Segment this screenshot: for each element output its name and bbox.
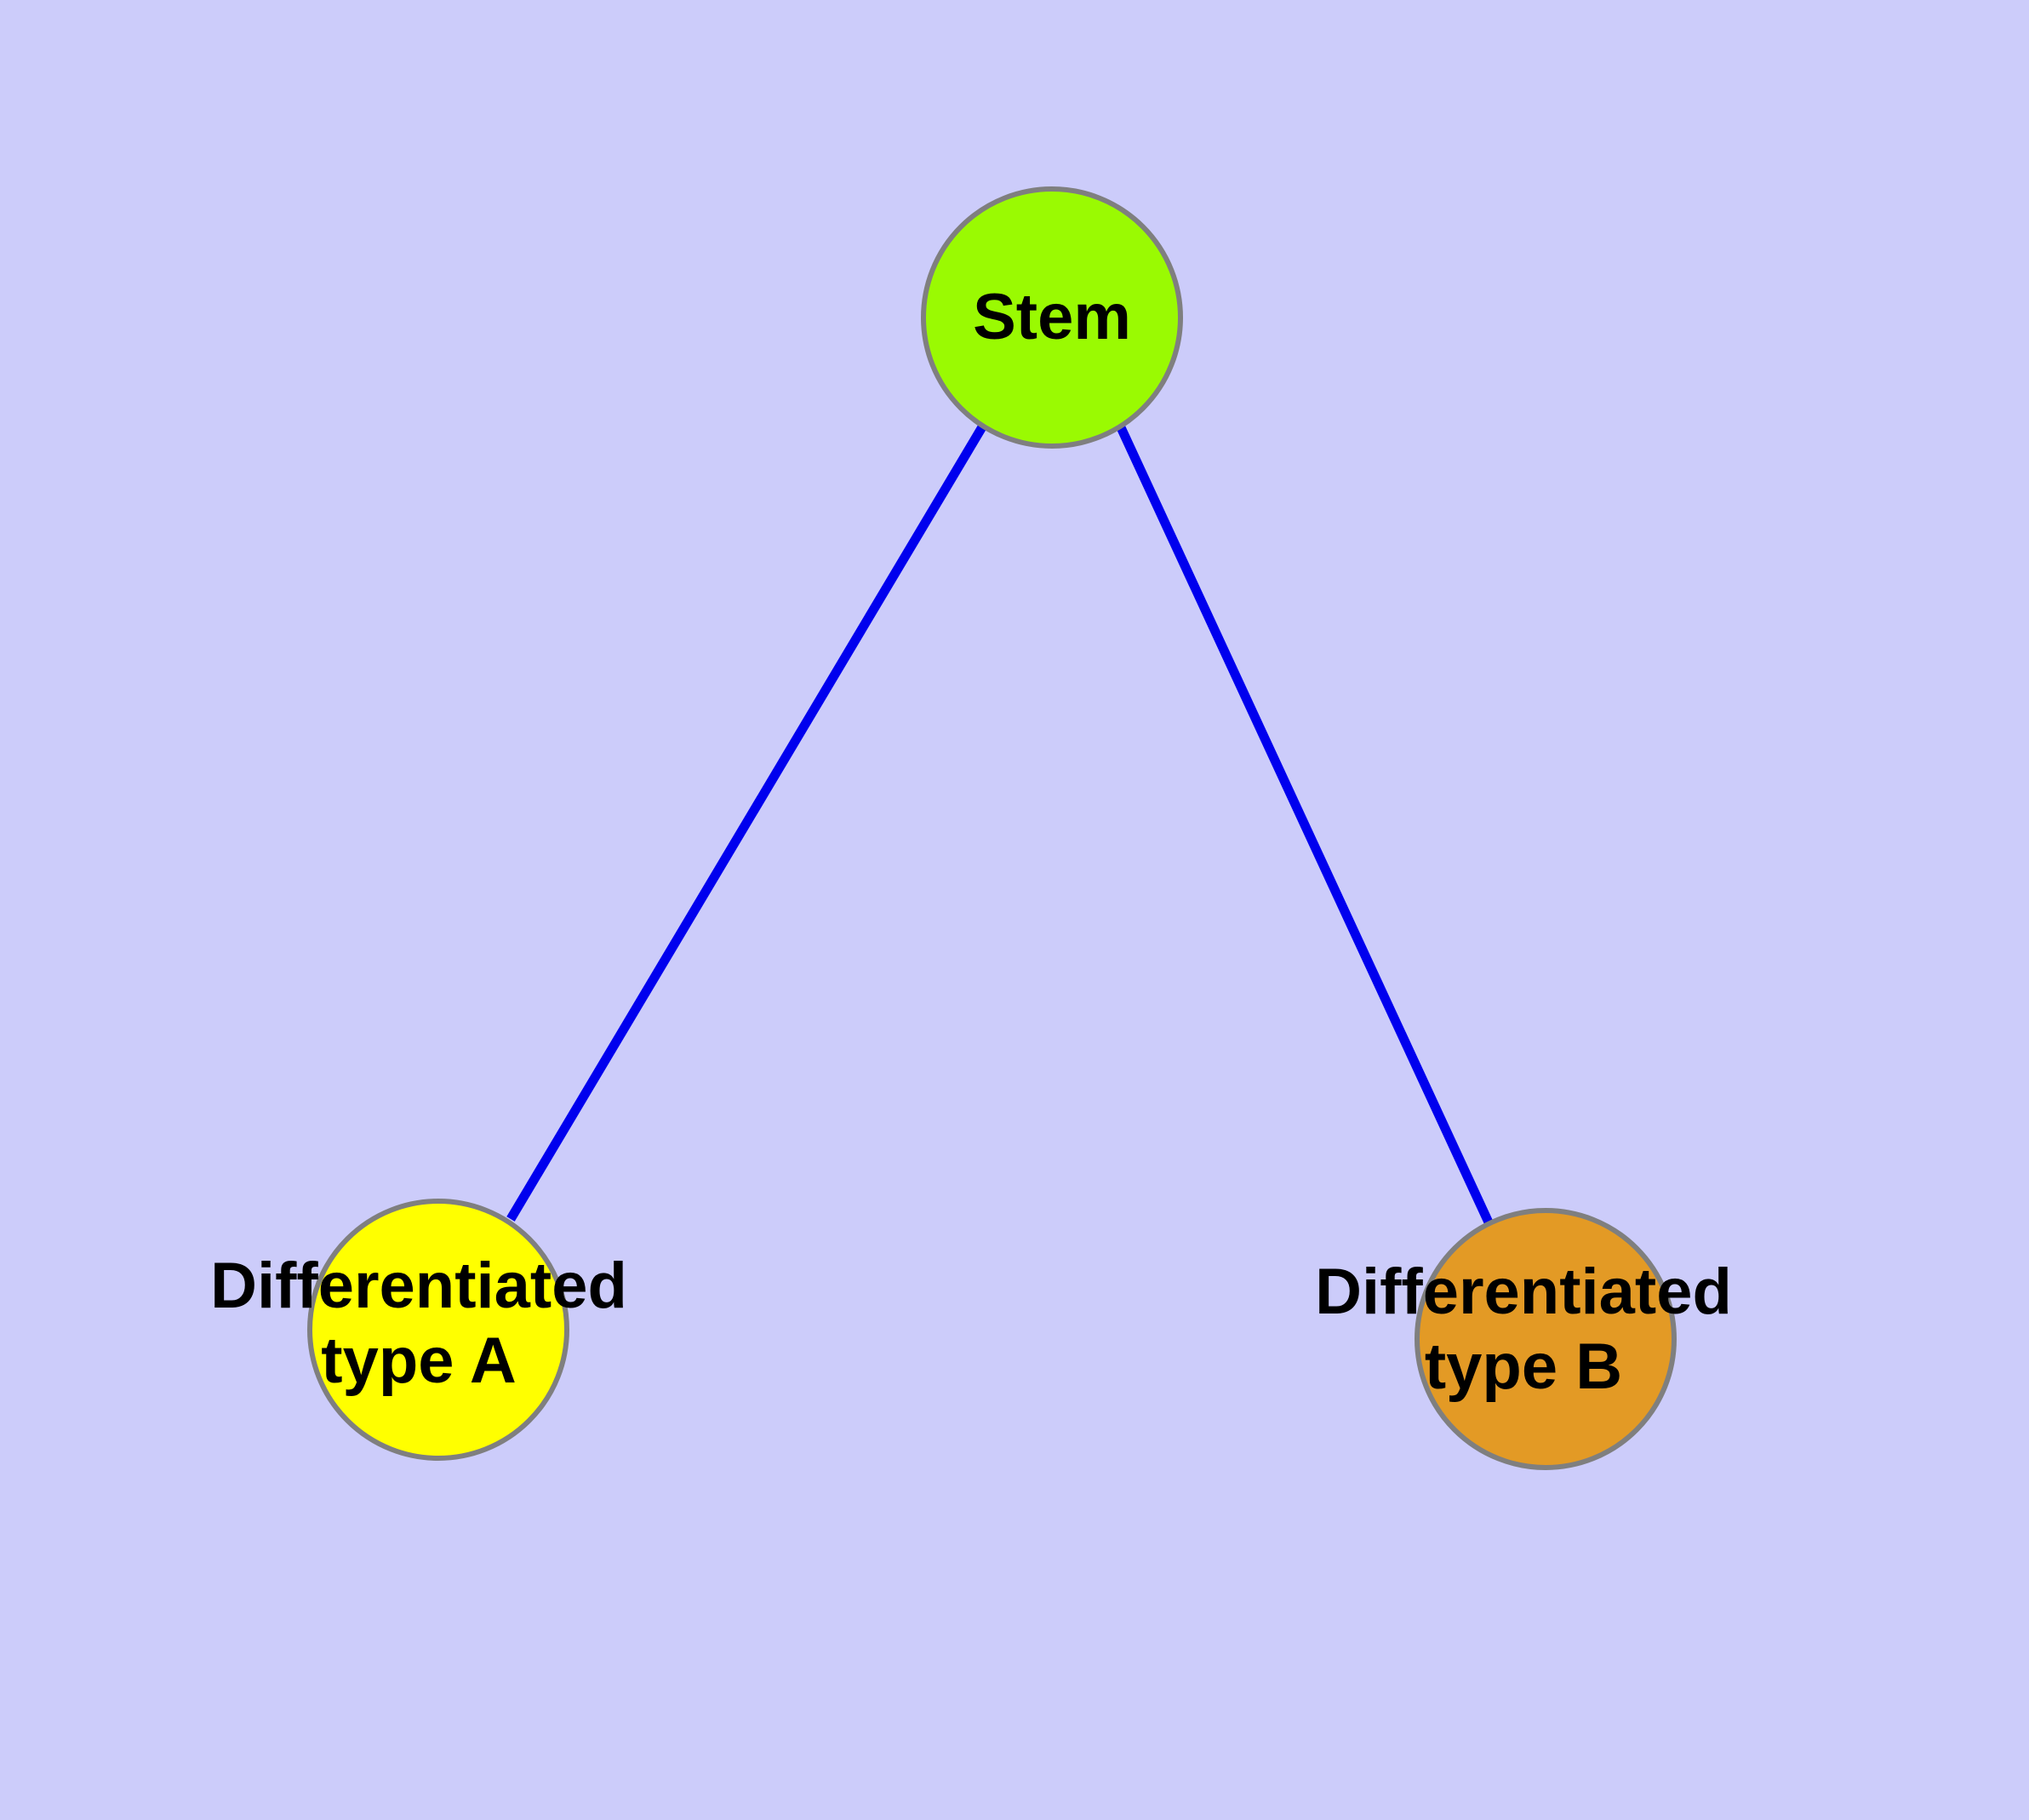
edge-stem-to-differentiated-type-a[interactable] (506, 423, 987, 1222)
node-differentiated-type-a[interactable] (307, 1199, 569, 1461)
edge-layer (506, 423, 1494, 1227)
edge-stem-to-differentiated-type-b[interactable] (1116, 423, 1494, 1227)
node-differentiated-type-b[interactable] (1415, 1208, 1677, 1470)
node-layer (307, 186, 1677, 1470)
node-stem[interactable] (921, 186, 1183, 449)
